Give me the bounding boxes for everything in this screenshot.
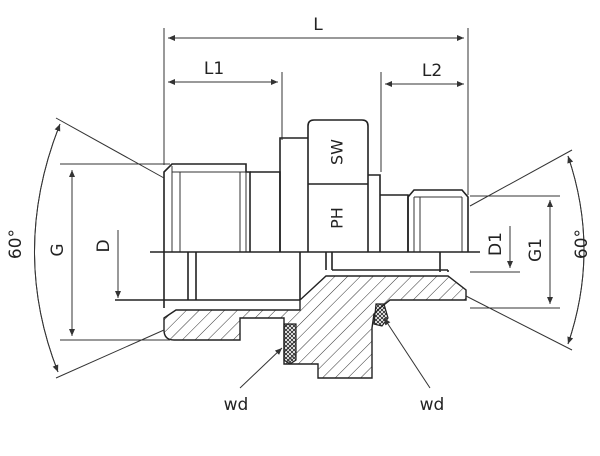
label-L1: L1 <box>204 59 224 79</box>
wd-leader-right: wd <box>383 317 445 415</box>
dimension-L1: L1 <box>168 59 283 140</box>
label-SW: SW <box>328 139 347 165</box>
label-angle-left: 60° <box>6 229 26 259</box>
dimension-L2: L2 <box>380 61 464 172</box>
label-L2: L2 <box>422 61 442 81</box>
angle-left: 60° <box>6 117 165 379</box>
section-hatch <box>163 275 467 379</box>
label-G: G <box>48 243 68 256</box>
bore-lines <box>115 251 480 301</box>
angle-right: 60° <box>465 149 592 351</box>
wd-leader-left: wd <box>224 347 283 415</box>
left-thread-body <box>163 163 281 308</box>
seal-right <box>373 303 389 327</box>
right-thread-body <box>407 189 469 252</box>
label-D: D <box>94 239 114 252</box>
dimension-G1: G1 <box>470 195 560 309</box>
seals <box>283 303 389 365</box>
hex-body: SW PH <box>279 119 409 252</box>
label-wd-left: wd <box>224 395 249 415</box>
label-L: L <box>313 15 323 35</box>
label-wd-right: wd <box>420 395 445 415</box>
seal-left <box>283 323 297 365</box>
dimension-D: D <box>94 230 121 298</box>
label-D1: D1 <box>486 232 506 256</box>
label-angle-right: 60° <box>572 229 592 259</box>
dimension-G: G <box>48 163 170 341</box>
dimension-D1: D1 <box>470 226 520 273</box>
label-PH: PH <box>328 207 347 229</box>
dimension-L: L <box>163 15 469 195</box>
label-G1: G1 <box>526 238 546 262</box>
